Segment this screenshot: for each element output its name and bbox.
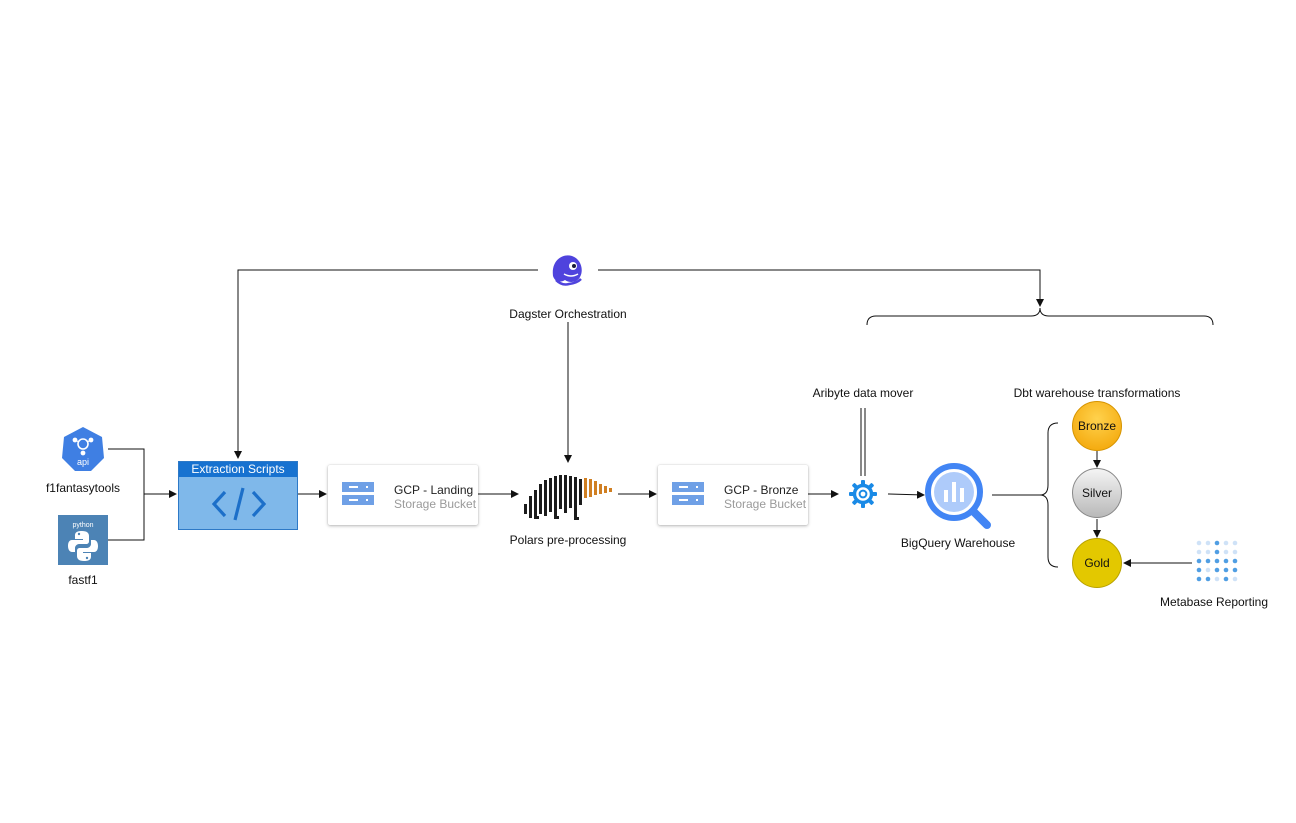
gcp-bronze-title: GCP - Bronze (724, 483, 799, 497)
airbyte-to-bigquery-arrow (887, 490, 925, 499)
dbt-label: Dbt warehouse transformations (1013, 386, 1181, 400)
gcp-landing-title: GCP - Landing (394, 483, 474, 497)
airbyte-double-line (860, 408, 866, 476)
silver-layer-node: Silver (1072, 468, 1122, 518)
api-connector (108, 448, 145, 494)
extraction-scripts-box: Extraction Scripts (178, 461, 298, 530)
bronze-layer-node: Bronze (1072, 401, 1122, 451)
gcp-bronze-card: GCP - Bronze Storage Bucket (658, 465, 808, 525)
extraction-scripts-title: Extraction Scripts (179, 462, 297, 477)
gold-layer-label: Gold (1084, 556, 1110, 570)
metabase-dots-icon (1194, 537, 1238, 585)
gcp-landing-subtitle: Storage Bucket (394, 497, 477, 511)
api-hexagon-icon: api (60, 426, 106, 472)
polars-label: Polars pre-processing (509, 533, 627, 547)
metabase-label: Metabase Reporting (1159, 595, 1269, 609)
storage-bucket-icon (342, 481, 374, 512)
bigquery-label: BigQuery Warehouse (900, 536, 1016, 550)
dbt-top-brace (866, 307, 1214, 326)
python-connector (108, 494, 145, 541)
api-source-label: f1fantasytools (45, 481, 121, 495)
python-source-label: fastf1 (68, 573, 98, 587)
gold-layer-node: Gold (1072, 538, 1122, 588)
bigquery-magnifier-icon (924, 462, 992, 530)
python-logo-icon: python (58, 515, 108, 565)
gear-icon (847, 478, 879, 510)
airbyte-label: Aribyte data mover (812, 386, 914, 400)
dagster-to-dbt-connector (598, 269, 1044, 307)
dagster-label: Dagster Orchestration (509, 307, 627, 321)
code-brackets-icon (209, 482, 269, 529)
dagster-logo-icon (547, 250, 587, 290)
gcp-bronze-subtitle: Storage Bucket (724, 497, 807, 511)
python-icon-text: python (72, 522, 93, 529)
bronze-layer-label: Bronze (1077, 419, 1117, 433)
gcp-landing-card: GCP - Landing Storage Bucket (328, 465, 478, 525)
storage-bucket-icon (672, 481, 704, 512)
dagster-to-extraction-connector (234, 269, 538, 459)
silver-layer-label: Silver (1081, 486, 1112, 500)
polars-bear-icon (521, 470, 617, 522)
dbt-side-brace (1039, 422, 1059, 568)
api-icon-text: api (77, 457, 89, 467)
